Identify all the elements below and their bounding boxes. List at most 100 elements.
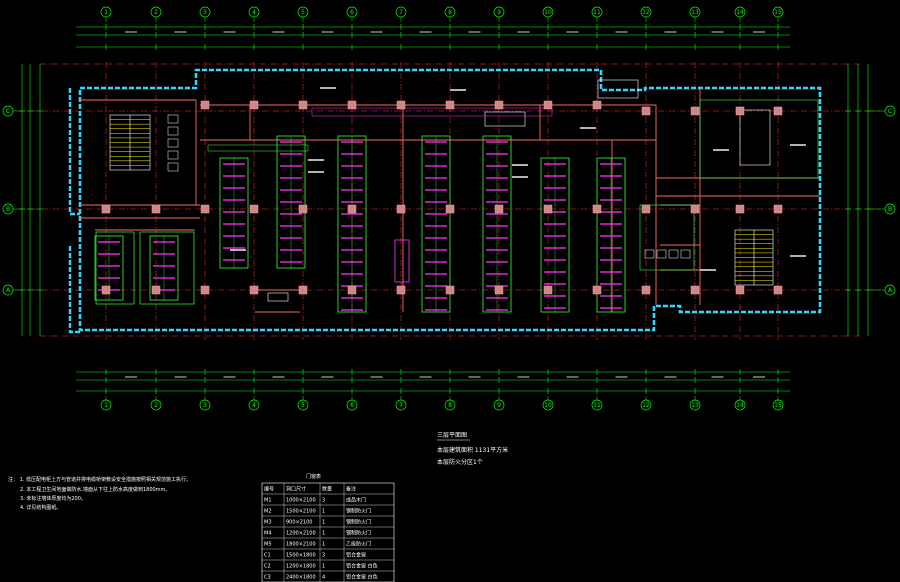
table-cell: 1500×1800 (286, 553, 316, 559)
table-cell: 1000×2100 (286, 498, 316, 504)
axis-bubble-bottom (248, 399, 260, 411)
column (494, 285, 504, 295)
column (735, 204, 745, 214)
table-cell: 900×2100 (286, 520, 312, 526)
axis-bubble-top-label: 2 (154, 9, 158, 16)
exterior-wall (78, 68, 822, 332)
axis-bubble-bottom-label: 1 (104, 402, 108, 409)
note-line-1: 注： 1. 低压配电柜上方与管道并排电缆桥架敷设安全措施按照相关规范施工执行。 (8, 476, 191, 483)
column (347, 100, 357, 110)
column (641, 204, 651, 214)
structural-columns (101, 100, 783, 295)
column (690, 204, 700, 214)
column (151, 285, 161, 295)
axis-bubble-bottom (395, 399, 407, 411)
column (101, 285, 111, 295)
axis-bubble-top (248, 6, 260, 18)
table-cell: C3 (264, 575, 271, 581)
equipment (597, 79, 639, 99)
axis-bubble-top-label: 14 (736, 9, 744, 16)
axis-bubble-top (591, 6, 603, 18)
table-cell: 4 (322, 575, 325, 581)
meeting-table (739, 109, 771, 166)
toilet-fixture (656, 249, 667, 259)
axis-bubble-top-label: 1 (104, 9, 108, 16)
column (494, 204, 504, 214)
toilet-fixture (644, 249, 655, 259)
table-cell: 铝合金窗 白色 (346, 563, 378, 570)
axis-bubble-right-label: A (888, 287, 893, 294)
column (592, 100, 602, 110)
axis-bubble-top (493, 6, 505, 18)
axis-bubble-top (444, 6, 456, 18)
axis-bubble-bottom (346, 399, 358, 411)
floor-title-block: 三层平面图 本层建筑面积 1131平方米 本层防火分区1个 (437, 432, 508, 466)
elevator (394, 239, 410, 283)
table-cell: 铝合金窗 白色 (346, 574, 378, 581)
table-cell: 1200×1800 (286, 564, 316, 570)
axis-bubble-top-label: 7 (399, 9, 403, 16)
axis-bubble-right-label: B (888, 206, 892, 213)
toilet-fixture (680, 249, 691, 259)
table-cell: 1200×2100 (286, 531, 316, 537)
table-cell: M4 (264, 531, 272, 537)
column (347, 285, 357, 295)
column (592, 285, 602, 295)
axis-bubble-top (640, 6, 652, 18)
table-cell: 钢制防火门 (346, 519, 371, 526)
axis-bubble-bottom (297, 399, 309, 411)
axis-bubble-top-label: 8 (448, 9, 452, 16)
axis-bubble-left-label: C (6, 108, 10, 115)
table-header-cell: 洞口尺寸 (286, 486, 306, 493)
table-cell: M2 (264, 509, 272, 515)
note-line-3: 3. 未标注墙体厚度均为200。 (20, 495, 86, 502)
axis-bubble-bottom-label: 15 (774, 402, 782, 409)
axis-bubble-bottom (100, 399, 112, 411)
axis-bubble-bottom-label: 3 (203, 402, 207, 409)
table-cell: M1 (264, 498, 272, 504)
axis-bubble-top-label: 15 (774, 9, 782, 16)
column (445, 204, 455, 214)
axis-bubble-left (2, 105, 14, 117)
column (773, 106, 783, 116)
column (298, 204, 308, 214)
table-cell: M5 (264, 542, 272, 548)
table-cell: 1 (322, 564, 325, 570)
axis-bubbles-right: CBA (870, 105, 896, 296)
table-cell: C1 (264, 553, 271, 559)
table-cell: 成品木门 (346, 497, 366, 504)
column (249, 285, 259, 295)
axis-bubble-bottom-label: 12 (642, 402, 650, 409)
beam-line (311, 107, 553, 117)
table-cell: 钢制防火门 (346, 508, 371, 515)
column (396, 285, 406, 295)
axis-bubble-top (395, 6, 407, 18)
table-cell: 钢制防火门 (346, 530, 371, 537)
column (396, 100, 406, 110)
axis-bubble-top-label: 10 (544, 9, 552, 16)
axis-bubble-bottom (444, 399, 456, 411)
note-line-2: 2. 本工程卫生间地面做防水,墙面从下往上防水高度做到1800mm。 (20, 486, 170, 493)
axis-bubble-top (100, 6, 112, 18)
table-cell: C2 (264, 564, 271, 570)
floor-area-text: 本层建筑面积 1131平方米 (437, 446, 508, 454)
floor-title: 三层平面图 (437, 432, 467, 439)
office-outline (699, 99, 819, 179)
table-header-cell: 备注 (346, 486, 356, 493)
axis-bubble-bottom (150, 399, 162, 411)
axis-bubble-right (884, 284, 896, 296)
axis-bubble-top (346, 6, 358, 18)
column (249, 204, 259, 214)
column (249, 100, 259, 110)
stairs (109, 114, 774, 286)
axis-bubble-bottom-label: 7 (399, 402, 403, 409)
column (347, 204, 357, 214)
axis-bubble-right (884, 105, 896, 117)
note-line-4: 4. 详见结构图纸。 (20, 504, 61, 511)
general-notes: 注： 1. 低压配电柜上方与管道并排电缆桥架敷设安全措施按照相关规范施工执行。 … (8, 476, 191, 511)
axis-bubble-bottom (493, 399, 505, 411)
column (641, 106, 651, 116)
